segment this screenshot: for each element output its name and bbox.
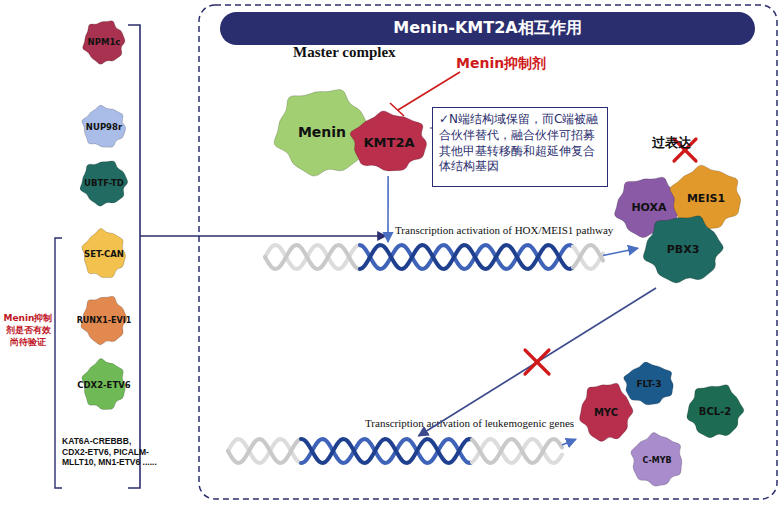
dna-strand (228, 439, 300, 463)
protein-name: PBX3 (667, 243, 700, 256)
blob-outline (83, 21, 125, 65)
flow-arrow (562, 439, 576, 445)
protein-name: HOXA (631, 201, 666, 214)
protein-name: FLT-3 (636, 379, 661, 389)
flow-arrow (603, 248, 638, 255)
group-arrow (140, 235, 386, 236)
protein-label: C-MYB (627, 430, 687, 490)
protein-name: Menin (298, 124, 346, 140)
protein-name: KMT2A (364, 135, 415, 150)
block-cross (525, 350, 549, 374)
protein-node: SET-CAN (79, 226, 129, 282)
dna-strand (265, 245, 359, 269)
protein-label: FLT-3 (620, 360, 678, 408)
annotation-label: Menin抑制剂 (456, 55, 546, 73)
protein-node: PBX3 (638, 210, 728, 288)
protein-label: PBX3 (638, 210, 728, 288)
protein-name: NUP98r (86, 122, 122, 132)
protein-node: FLT-3 (620, 360, 678, 408)
protein-node: KMT2A (345, 108, 433, 176)
dna-caption: Transcription activation of leukemogenic… (365, 417, 574, 429)
inhibitor-tick (390, 103, 404, 116)
blob-outline (82, 105, 126, 147)
callout-leader (430, 128, 433, 129)
protein-label: NPM1c (80, 17, 128, 67)
dna-strand (573, 245, 603, 267)
protein-label: UBTF-TD (77, 157, 131, 209)
protein-name: MYC (594, 407, 618, 418)
protein-node: BCL-2 (683, 380, 747, 442)
dna-strand (360, 245, 572, 269)
dna-strand (301, 439, 471, 463)
dna-strand (301, 439, 471, 463)
dna-caption: Transcription activation of HOX/MEIS1 pa… (395, 224, 613, 236)
protein-node: UBTF-TD (77, 157, 131, 209)
dna-strand (472, 439, 562, 463)
blob-outline (687, 385, 744, 438)
protein-node: NPM1c (80, 17, 128, 67)
protein-node: C-MYB (627, 430, 687, 490)
protein-name: CDX2-ETV6 (77, 380, 130, 390)
protein-name: UBTF-TD (84, 178, 124, 188)
protein-label: CDX2-ETV6 (79, 356, 129, 414)
dna-strand (228, 439, 300, 463)
dna-helix (265, 242, 603, 272)
dna-node: Transcription activation of HOX/MEIS1 pa… (265, 242, 603, 272)
annotation-label: Menin抑制剂是否有效尚待验证 (3, 312, 53, 348)
dna-strand (265, 245, 359, 269)
blob-outline (80, 161, 128, 206)
protein-label: NUP98r (79, 103, 129, 151)
protein-name: BCL-2 (699, 406, 731, 417)
dna-node: Transcription activation of leukemogenic… (228, 436, 562, 466)
annotation-label: 过表达 (652, 134, 691, 152)
callout-text: ✓N端结构域保留，而C端被融合伙伴替代，融合伙伴可招募其他甲基转移酶和超延伸复合… (439, 112, 601, 175)
title-banner: Menin-KMT2A相互作用 (220, 12, 755, 45)
protein-label: RUNX1-EVI1 (78, 292, 130, 348)
protein-name: NPM1c (88, 37, 121, 47)
protein-label: BCL-2 (683, 380, 747, 442)
callout-box: ✓N端结构域保留，而C端被融合伙伴替代，融合伙伴可招募其他甲基转移酶和超延伸复合… (432, 107, 608, 187)
protein-name: MEIS1 (687, 192, 725, 205)
flow-arrow (418, 288, 656, 436)
blob-outline (82, 229, 126, 278)
dna-helix (228, 436, 562, 466)
flow-arrow (387, 176, 389, 242)
protein-node: NUP98r (79, 103, 129, 151)
blob-outline (643, 216, 723, 283)
protein-node: RUNX1-EVI1 (78, 292, 130, 348)
blob-outline (350, 111, 426, 171)
annotation-label: Master complex (293, 44, 396, 61)
blob-outline (624, 362, 674, 405)
protein-label: SET-CAN (79, 226, 129, 282)
inhibitor-leader (398, 72, 460, 110)
group-bracket (128, 25, 140, 488)
subgroup-bracket (55, 238, 62, 488)
dashed-panel (199, 5, 777, 499)
annotation-label: KAT6A-CREBBB, CDX2-ETV6, PICALM-MLLT10, … (62, 436, 158, 468)
dna-strand (472, 439, 562, 463)
protein-name: RUNX1-EVI1 (77, 316, 132, 325)
protein-name: C-MYB (642, 456, 671, 465)
protein-label: KMT2A (345, 108, 433, 176)
dna-strand (360, 245, 572, 269)
blob-outline (631, 433, 682, 487)
protein-node: CDX2-ETV6 (79, 356, 129, 414)
protein-name: SET-CAN (84, 249, 124, 259)
blob-outline (580, 383, 633, 441)
title-text: Menin-KMT2A相互作用 (393, 18, 581, 39)
